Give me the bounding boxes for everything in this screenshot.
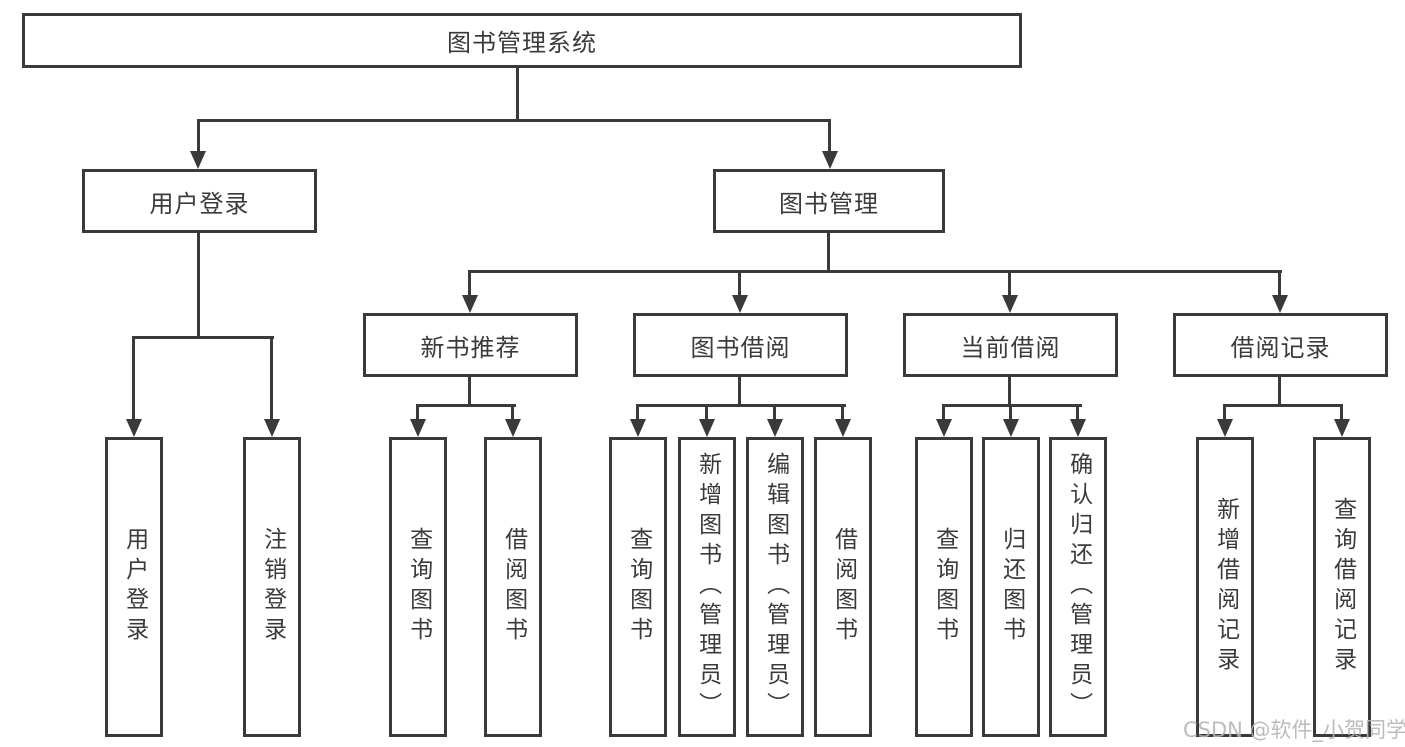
- node-current-borrowing: 当前借阅: [903, 313, 1118, 377]
- connector-line: [516, 68, 519, 120]
- connector-line: [416, 404, 419, 422]
- arrow-down-icon: [835, 419, 851, 437]
- node-book-management: 图书管理: [713, 169, 945, 233]
- leaf-confirm-return-admin-label: 确认归还（管理员）: [1065, 452, 1092, 722]
- leaf-borrow-books-recommend: 借阅图书: [484, 437, 542, 737]
- connector-line: [738, 377, 741, 406]
- connector-line: [1278, 270, 1281, 298]
- arrow-down-icon: [190, 151, 206, 169]
- connector-line: [705, 404, 708, 422]
- arrow-down-icon: [1003, 419, 1019, 437]
- leaf-confirm-return-admin: 确认归还（管理员）: [1049, 437, 1107, 737]
- leaf-logout: 注销登录: [243, 437, 301, 737]
- node-new-book-recommend-label: 新书推荐: [420, 333, 521, 362]
- arrow-down-icon: [732, 295, 748, 313]
- leaf-return-book-label: 归还图书: [998, 527, 1025, 647]
- connector-line: [270, 336, 273, 422]
- node-current-borrowing-label: 当前借阅: [960, 333, 1061, 362]
- connector-line: [416, 404, 516, 407]
- connector-line: [468, 377, 471, 406]
- leaf-query-borrow-record-label: 查询借阅记录: [1329, 497, 1356, 677]
- leaf-return-book: 归还图书: [982, 437, 1040, 737]
- leaf-logout-label: 注销登录: [259, 527, 286, 647]
- node-new-book-recommend: 新书推荐: [363, 313, 578, 377]
- arrow-down-icon: [505, 419, 521, 437]
- connector-line: [942, 404, 1082, 407]
- connector-line: [738, 270, 741, 298]
- arrow-down-icon: [767, 419, 783, 437]
- leaf-add-borrow-record-label: 新增借阅记录: [1212, 497, 1239, 677]
- connector-line: [1008, 377, 1011, 406]
- connector-line: [1223, 404, 1343, 407]
- connector-line: [132, 336, 135, 422]
- connector-line: [1278, 377, 1281, 406]
- connector-line: [197, 233, 200, 337]
- connector-line: [1008, 270, 1011, 298]
- leaf-borrow-books-borrowing-label: 借阅图书: [830, 527, 857, 647]
- connector-line: [197, 119, 831, 122]
- node-library-management-system: 图书管理系统: [22, 13, 1022, 68]
- connector-line: [511, 404, 514, 422]
- leaf-edit-book-admin-label: 编辑图书（管理员）: [762, 452, 789, 722]
- connector-line: [468, 270, 471, 298]
- node-library-management-system-label: 图书管理系统: [447, 29, 597, 57]
- connector-line: [1223, 404, 1226, 422]
- leaf-query-books-recommend-label: 查询图书: [405, 527, 432, 647]
- node-book-management-label: 图书管理: [779, 189, 879, 218]
- leaf-query-books-current: 查询图书: [915, 437, 973, 737]
- arrow-down-icon: [126, 419, 142, 437]
- connector-line: [636, 404, 639, 422]
- connector-line: [841, 404, 844, 422]
- connector-line: [1076, 404, 1079, 422]
- leaf-query-books-borrowing: 查询图书: [609, 437, 667, 737]
- leaf-user-login-label: 用户登录: [121, 527, 148, 647]
- node-book-borrowing: 图书借阅: [633, 313, 848, 377]
- connector-line: [468, 270, 1282, 273]
- leaf-add-book-admin-label: 新增图书（管理员）: [694, 452, 721, 722]
- csdn-watermark: CSDN @软件_小贺同学: [1183, 718, 1405, 742]
- arrow-down-icon: [630, 419, 646, 437]
- arrow-down-icon: [462, 295, 478, 313]
- connector-line: [1009, 404, 1012, 422]
- node-user-login: 用户登录: [82, 169, 317, 233]
- leaf-add-borrow-record: 新增借阅记录: [1196, 437, 1254, 737]
- leaf-borrow-books-recommend-label: 借阅图书: [500, 527, 527, 647]
- leaf-query-books-borrowing-label: 查询图书: [625, 527, 652, 647]
- connector-line: [132, 336, 274, 339]
- leaf-query-books-recommend: 查询图书: [389, 437, 447, 737]
- node-borrow-records-label: 借阅记录: [1230, 333, 1331, 362]
- arrow-down-icon: [1217, 419, 1233, 437]
- node-borrow-records: 借阅记录: [1173, 313, 1388, 377]
- arrow-down-icon: [936, 419, 952, 437]
- arrow-down-icon: [264, 419, 280, 437]
- leaf-query-borrow-record: 查询借阅记录: [1313, 437, 1371, 737]
- connector-line: [1340, 404, 1343, 422]
- arrow-down-icon: [1272, 295, 1288, 313]
- node-user-login-label: 用户登录: [149, 189, 250, 218]
- leaf-borrow-books-borrowing: 借阅图书: [814, 437, 872, 737]
- node-book-borrowing-label: 图书借阅: [690, 333, 791, 362]
- leaf-add-book-admin: 新增图书（管理员）: [678, 437, 736, 737]
- connector-line: [828, 119, 831, 155]
- arrow-down-icon: [1002, 295, 1018, 313]
- leaf-edit-book-admin: 编辑图书（管理员）: [746, 437, 804, 737]
- leaf-query-books-current-label: 查询图书: [931, 527, 958, 647]
- arrow-down-icon: [1070, 419, 1086, 437]
- connector-line: [773, 404, 776, 422]
- arrow-down-icon: [410, 419, 426, 437]
- connector-line: [827, 233, 830, 271]
- connector-line: [636, 404, 846, 407]
- leaf-user-login: 用户登录: [105, 437, 163, 737]
- connector-line: [942, 404, 945, 422]
- arrow-down-icon: [699, 419, 715, 437]
- arrow-down-icon: [1334, 419, 1350, 437]
- arrow-down-icon: [822, 151, 838, 169]
- connector-line: [197, 119, 200, 155]
